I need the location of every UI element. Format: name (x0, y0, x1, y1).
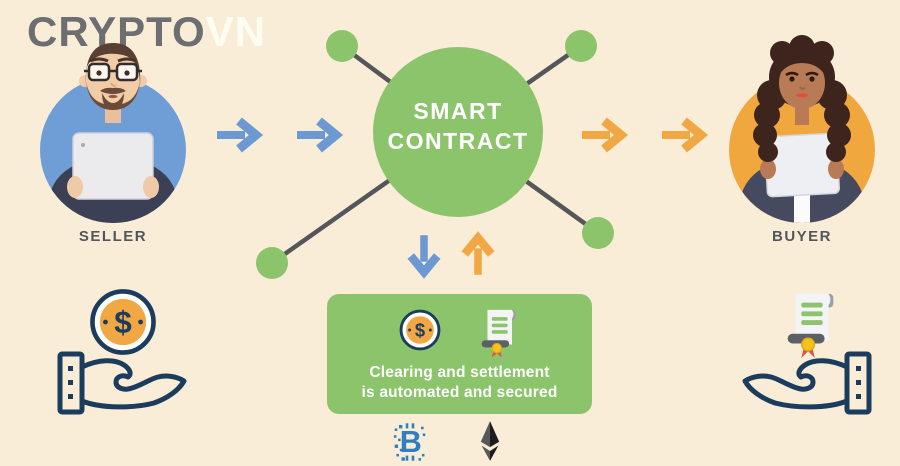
certificate-scroll-icon (787, 293, 834, 359)
tablet (763, 132, 841, 198)
clearing-panel: $ Clearing and settlement is automated a… (327, 294, 592, 414)
dollar-coin-icon: $ (90, 289, 156, 355)
bitcoin-icon: B (393, 423, 426, 461)
smart-contract-title: SMART CONTRACT (358, 96, 558, 157)
hand-icon (57, 351, 187, 415)
bitcoin-symbol: B (400, 425, 422, 459)
arrow-right-orange (662, 117, 708, 153)
clearing-caption-line2: is automated and secured (361, 384, 558, 402)
hand-icon (742, 351, 872, 415)
network-node (582, 217, 614, 249)
dollar-coin-icon: $ (399, 309, 440, 351)
seller-illustration (40, 43, 186, 223)
network-node (256, 247, 288, 279)
network-node (565, 30, 597, 62)
network-node (326, 30, 358, 62)
seller-label: SELLER (78, 228, 148, 245)
clearing-caption: Clearing and settlement is automated and… (327, 363, 592, 404)
tablet (72, 132, 154, 200)
seller-hair (85, 43, 141, 85)
seller-body (49, 132, 177, 223)
glasses-icon (84, 62, 142, 82)
arrow-down-blue (407, 235, 441, 279)
arrow-right-blue (217, 117, 263, 153)
buyer-label: BUYER (771, 228, 832, 245)
arrow-right-orange (582, 117, 628, 153)
clearing-panel-icons: $ (327, 307, 592, 359)
arrow-up-orange (461, 231, 495, 275)
smart-contract-circle (373, 47, 543, 217)
buyer-head (753, 35, 851, 162)
logo-text-secondary: VN (205, 8, 267, 55)
seller-head (79, 43, 147, 123)
buyer-body (740, 132, 864, 223)
certificate-scroll-icon (481, 309, 516, 358)
ethereum-icon (480, 421, 500, 461)
smart-contract-title-line2: CONTRACT (387, 128, 529, 155)
clearing-caption-line1: Clearing and settlement (369, 364, 550, 381)
dollar-symbol: $ (414, 319, 424, 340)
arrow-right-blue (297, 117, 343, 153)
dollar-symbol: $ (114, 305, 132, 340)
smart-contract-title-line1: SMART (413, 98, 503, 124)
buyer-illustration (729, 35, 875, 223)
